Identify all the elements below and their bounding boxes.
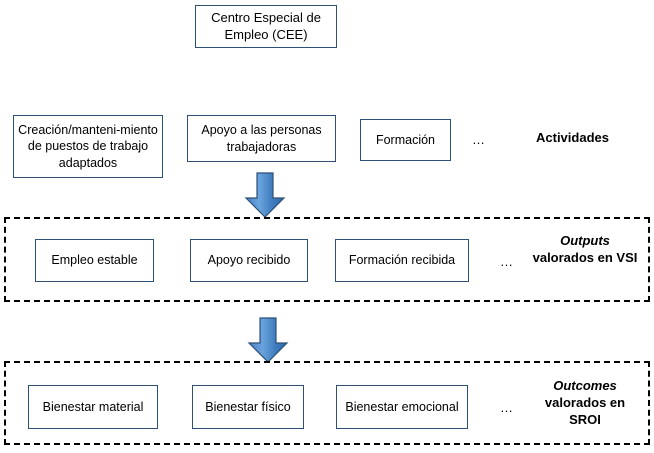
output-box-formacion-recibida: Formación recibida [335,239,469,282]
stage-label-outputs-emphasis: Outputs [560,233,610,248]
outcome-box-label: Bienestar físico [205,399,291,414]
activity-box-formacion: Formación [360,119,451,161]
outcome-box-label: Bienestar emocional [345,399,459,414]
outcome-box-bienestar-emocional: Bienestar emocional [336,385,468,429]
outcome-box-bienestar-fisico: Bienestar físico [192,385,304,429]
stage-label-outputs: Outputs valorados en VSI [530,233,640,267]
outputs-group-frame [4,217,650,302]
activity-box-label: Apoyo a las personas trabajadoras [201,123,322,154]
activity-box-label: Formación [375,132,436,147]
title-box-centro-especial-de-empleo: Centro Especial de Empleo (CEE) [195,5,337,48]
stage-label-outcomes-emphasis: Outcomes [553,378,617,393]
stage-label-outcomes-text: valorados en SROI [544,394,626,427]
title-box-label: Centro Especial de Empleo (CEE) [211,9,321,42]
output-box-label: Formación recibida [348,253,456,268]
stage-label-outputs-text: valorados en VSI [532,249,638,265]
outcomes-ellipsis: … [500,400,513,415]
outcome-box-label: Bienestar material [42,399,144,414]
output-box-empleo-estable: Empleo estable [35,239,154,282]
arrow-activities-to-outputs-icon [242,172,288,218]
stage-label-outcomes: Outcomes valorados en SROI [530,378,640,429]
outputs-ellipsis: … [500,254,513,269]
arrow-outputs-to-outcomes-icon [245,317,291,363]
activity-box-apoyo-personas-trabajadoras: Apoyo a las personas trabajadoras [187,115,336,162]
activity-box-creacion-mantenimiento-puestos: Creación/manteni-miento de puestos de tr… [13,115,163,178]
activity-box-label: Creación/manteni-miento de puestos de tr… [18,123,158,170]
stage-label-actividades: Actividades [505,130,640,147]
activities-ellipsis: … [472,132,485,147]
outcomes-group-frame [4,361,650,445]
stage-label-actividades-text: Actividades [536,130,609,145]
output-box-label: Apoyo recibido [207,253,291,268]
output-box-apoyo-recibido: Apoyo recibido [190,239,308,282]
outcome-box-bienestar-material: Bienestar material [28,385,158,429]
output-box-label: Empleo estable [51,253,138,268]
